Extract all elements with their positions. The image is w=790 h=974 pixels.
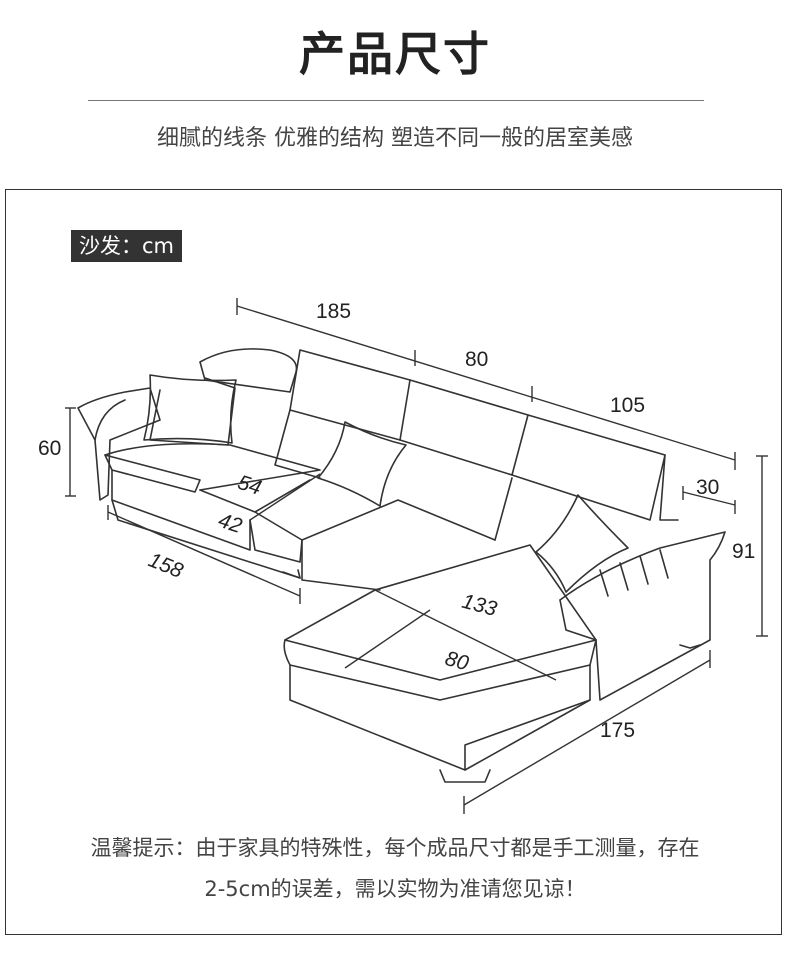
note-line-1: 温馨提示：由于家具的特殊性，每个成品尺寸都是手工测量，存在 [90,836,700,860]
dim-175: 175 [600,719,635,742]
dim-80-top: 80 [465,348,488,371]
dim-42: 42 [215,509,245,538]
dim-30: 30 [696,476,719,499]
dim-105: 105 [610,394,645,417]
diagram-frame [5,189,782,935]
sofa-outline [77,348,726,783]
dim-60: 60 [38,437,61,460]
dim-158: 158 [145,548,186,583]
unit-badge: 沙发：cm [71,230,183,262]
pillow-right [535,494,629,593]
dimension-lines [65,298,768,814]
dim-54: 54 [235,471,264,500]
dim-185: 185 [316,300,351,323]
pillow-left [143,374,237,444]
page-subtitle: 细腻的线条 优雅的结构 塑造不同一般的居室美感 [157,126,633,151]
dim-80-chaise: 80 [443,647,472,675]
title-divider [88,100,704,101]
dimension-labels: 185 80 105 30 91 60 158 54 42 133 80 175 [38,300,755,742]
pillow-middle [317,421,407,507]
page-title: 产品尺寸 [299,27,491,81]
note-line-2: 2-5cm的误差，需以实物为准请您见谅！ [204,877,586,901]
dim-133: 133 [460,590,500,621]
dim-91: 91 [732,540,755,563]
